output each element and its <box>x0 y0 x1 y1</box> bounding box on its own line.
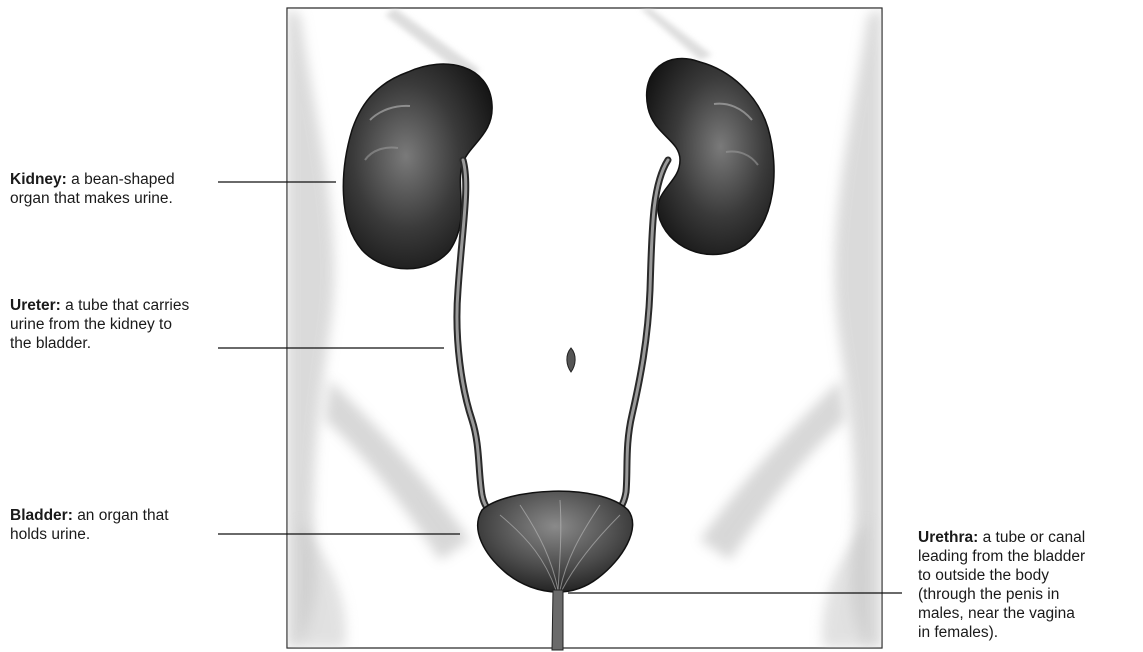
bladder-desc-line-1: an organ that <box>77 507 168 524</box>
urethra-label: Urethra: a tube or canal leading from th… <box>918 528 1085 642</box>
bladder-label: Bladder: an organ that holds urine. <box>10 506 169 544</box>
ureter-desc-line-2: urine from the kidney to <box>10 315 189 334</box>
urethra-desc-line-1: a tube or canal <box>983 529 1086 546</box>
urethra-desc-line-6: in females). <box>918 623 1085 642</box>
kidney-label: Kidney: a bean-shaped organ that makes u… <box>10 170 175 208</box>
kidney-desc-line-1: a bean-shaped <box>71 171 174 188</box>
ureter-label: Ureter: a tube that carries urine from t… <box>10 296 189 353</box>
urethra-desc-line-4: (through the penis in <box>918 585 1085 604</box>
urethra-desc-line-3: to outside the body <box>918 566 1085 585</box>
bladder-term: Bladder: <box>10 507 73 524</box>
urethra-desc-line-5: males, near the vagina <box>918 604 1085 623</box>
ureter-term: Ureter: <box>10 297 61 314</box>
urethra-term: Urethra: <box>918 529 978 546</box>
bladder-desc-line-2: holds urine. <box>10 525 169 544</box>
ureter-desc-line-1: a tube that carries <box>65 297 189 314</box>
urethra-tube <box>552 590 563 650</box>
kidney-desc-line-2: organ that makes urine. <box>10 189 175 208</box>
kidney-term: Kidney: <box>10 171 67 188</box>
urethra-desc-line-2: leading from the bladder <box>918 547 1085 566</box>
ureter-desc-line-3: the bladder. <box>10 334 189 353</box>
